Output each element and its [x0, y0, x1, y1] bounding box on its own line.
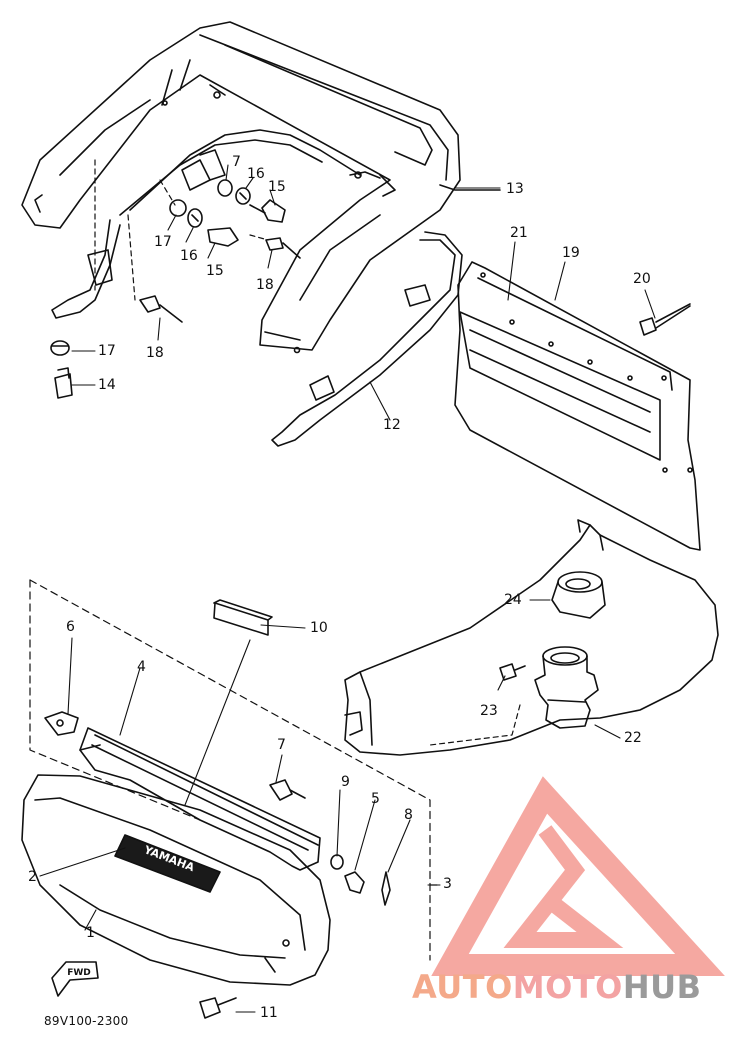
- callout-14: 14: [98, 377, 116, 393]
- callout-12: 12: [383, 417, 401, 433]
- watermark-moto: MOTO: [512, 968, 623, 1006]
- clip-7: [269, 779, 306, 801]
- callout-15-mid: 15: [206, 263, 224, 279]
- emblem-plate-2: [114, 834, 221, 893]
- callout-17-mid: 17: [154, 234, 172, 250]
- pin-8: [381, 871, 391, 906]
- callout-22: 22: [624, 730, 642, 746]
- watermark-brand: AUTOMOTOHUB: [412, 968, 702, 1006]
- callout-20: 20: [633, 271, 651, 287]
- fuel-cap-24: [551, 571, 606, 619]
- hardware-cluster: [50, 149, 301, 399]
- screw-20: [639, 303, 691, 336]
- callout-5: 5: [371, 791, 380, 807]
- bolt-23: [499, 663, 526, 681]
- bolt-11: [199, 997, 237, 1019]
- callout-9: 9: [341, 774, 350, 790]
- filler-neck-22: [534, 646, 599, 729]
- watermark-hub: HUB: [622, 968, 702, 1006]
- callout-1: 1: [86, 925, 95, 941]
- rear-carrier-13: [21, 21, 501, 354]
- callout-24: 24: [504, 592, 522, 608]
- callout-3: 3: [443, 876, 452, 892]
- callout-16-mid: 16: [180, 248, 198, 264]
- assembly-outline-3: [29, 579, 441, 961]
- callout-15-top: 15: [268, 179, 286, 195]
- fwd-label: FWD: [67, 968, 91, 978]
- callout-21: 21: [510, 225, 528, 241]
- watermark-auto: AUTO: [412, 968, 513, 1006]
- callout-4: 4: [137, 659, 146, 675]
- callout-8: 8: [404, 807, 413, 823]
- callout-2: 2: [28, 869, 37, 885]
- callout-13: 13: [506, 181, 524, 197]
- diagram-code: 89V100-2300: [44, 1014, 129, 1028]
- mounting-bar-4: [79, 727, 321, 871]
- callout-18-right: 18: [256, 277, 274, 293]
- washer-9: [330, 854, 344, 870]
- callout-7-top: 7: [232, 154, 241, 170]
- body-panel: [344, 519, 719, 756]
- rear-cover-1: [21, 774, 331, 986]
- callout-11: 11: [260, 1005, 278, 1021]
- watermark-logo-icon: [431, 776, 725, 976]
- callout-16-top: 16: [247, 166, 265, 182]
- mud-flap-19: [454, 261, 701, 551]
- callout-17-left: 17: [98, 343, 116, 359]
- callout-6: 6: [66, 619, 75, 635]
- callout-10: 10: [310, 620, 328, 636]
- callout-18-left: 18: [146, 345, 164, 361]
- callout-23: 23: [480, 703, 498, 719]
- callout-7-low: 7: [277, 737, 286, 753]
- strip-10: [213, 599, 273, 636]
- bracket-6: [44, 711, 79, 736]
- callout-19: 19: [562, 245, 580, 261]
- clip-5: [344, 871, 365, 894]
- fwd-arrow: [51, 961, 99, 997]
